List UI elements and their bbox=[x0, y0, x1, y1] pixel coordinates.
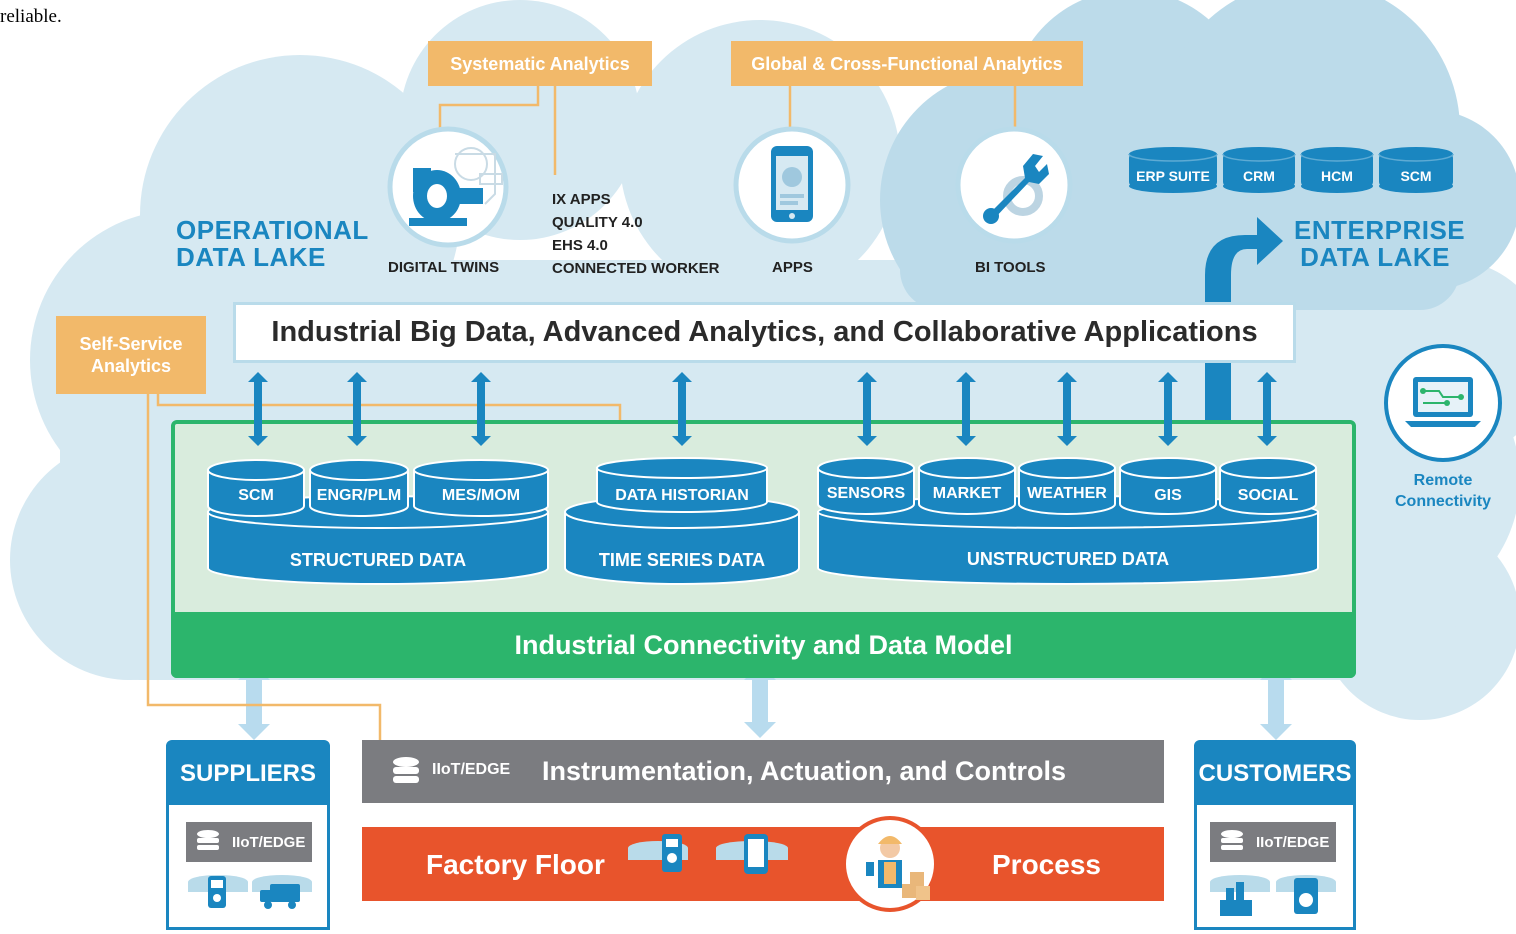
customers-edge-label: IIoT/EDGE bbox=[1256, 833, 1330, 851]
mobile-app-icon bbox=[733, 126, 851, 244]
enterprise-line2: DATA LAKE bbox=[1300, 242, 1450, 272]
worker-icon bbox=[842, 816, 938, 912]
apps-label: APPS bbox=[772, 259, 813, 276]
truck-icon bbox=[260, 884, 300, 909]
suppliers-devices bbox=[188, 875, 312, 909]
database-icon bbox=[1221, 830, 1243, 850]
customers-title: CUSTOMERS bbox=[1197, 743, 1353, 805]
hcm-label: HCM bbox=[1321, 168, 1353, 184]
pump-icon bbox=[387, 126, 509, 248]
systematic-analytics-tag: Systematic Analytics bbox=[428, 41, 652, 86]
enterprise-arrow bbox=[1205, 217, 1283, 420]
data-store-cylinders bbox=[207, 457, 1319, 585]
laptop-circuit-icon bbox=[1384, 344, 1502, 462]
analytics-banner: Industrial Big Data, Advanced Analytics,… bbox=[233, 302, 1296, 363]
database-icon bbox=[197, 830, 219, 850]
instrumentation-edge-label: IIoT/EDGE bbox=[432, 761, 511, 778]
data-historian-label: DATA HISTORIAN bbox=[615, 487, 749, 504]
suppliers-title: SUPPLIERS bbox=[169, 743, 327, 805]
apps-list-item: QUALITY 4.0 bbox=[552, 214, 643, 231]
global-analytics-tag: Global & Cross-Functional Analytics bbox=[731, 41, 1083, 86]
operational-line1: OPERATIONAL bbox=[176, 215, 369, 245]
time-series-data-label: TIME SERIES DATA bbox=[598, 550, 766, 570]
digital-twins-label: DIGITAL TWINS bbox=[388, 259, 500, 276]
orange-connectors bbox=[146, 86, 1017, 750]
apps-list-item: CONNECTED WORKER bbox=[552, 260, 720, 277]
washer-icon bbox=[1294, 878, 1318, 914]
remote-line1: Remote bbox=[1413, 472, 1473, 489]
bottom-connectors bbox=[238, 664, 1292, 740]
meter-icon bbox=[662, 834, 682, 872]
scm-label: SCM bbox=[238, 487, 274, 504]
instrumentation-bar: IIoT/EDGE Instrumentation, Actuation, an… bbox=[362, 740, 1164, 803]
market-label: MARKET bbox=[932, 485, 1002, 502]
mes-mom-label: MES/MOM bbox=[441, 487, 521, 504]
operational-line2: DATA LAKE bbox=[176, 242, 326, 272]
remote-line2: Connectivity bbox=[1394, 493, 1491, 510]
connectivity-bar: Industrial Connectivity and Data Model bbox=[171, 612, 1356, 678]
customers-edge-chip: IIoT/EDGE bbox=[1210, 822, 1336, 862]
erp-suite-label: ERP SUITE bbox=[1136, 168, 1210, 184]
suppliers-edge-chip: IIoT/EDGE bbox=[186, 822, 312, 862]
top-text: reliable. bbox=[0, 6, 62, 27]
process-label: Process bbox=[992, 849, 1101, 880]
factory-icon bbox=[1220, 882, 1252, 916]
wrench-gear-icon bbox=[955, 126, 1073, 244]
social-label: SOCIAL bbox=[1237, 487, 1299, 504]
scm-enterprise-label: SCM bbox=[1400, 168, 1432, 184]
engr-plm-label: ENGR/PLM bbox=[316, 487, 402, 504]
factory-floor-label: Factory Floor bbox=[426, 849, 605, 880]
unstructured-data-label: UNSTRUCTURED DATA bbox=[966, 549, 1170, 569]
weather-label: WEATHER bbox=[1027, 485, 1107, 502]
structured-data-label: STRUCTURED DATA bbox=[289, 550, 467, 570]
apps-list-item: IX APPS bbox=[552, 191, 611, 208]
factory-floor-devices bbox=[628, 816, 938, 912]
enterprise-systems-cylinders bbox=[1128, 147, 1454, 193]
suppliers-edge-label: IIoT/EDGE bbox=[232, 833, 306, 851]
instrumentation-label: Instrumentation, Actuation, and Controls bbox=[542, 756, 1066, 786]
crm-label: CRM bbox=[1243, 168, 1275, 184]
operational-data-lake-title: OPERATIONAL DATA LAKE bbox=[176, 217, 369, 271]
database-icon bbox=[393, 757, 419, 783]
enterprise-data-lake-title: ENTERPRISE DATA LAKE bbox=[1294, 215, 1466, 272]
data-flow-arrows bbox=[248, 372, 1277, 446]
remote-connectivity-label: Remote Connectivity bbox=[1380, 470, 1506, 512]
enterprise-line1: ENTERPRISE bbox=[1294, 215, 1466, 245]
apps-list-item: EHS 4.0 bbox=[552, 237, 608, 254]
sensors-label: SENSORS bbox=[826, 485, 906, 502]
self-service-analytics-tag: Self-Service Analytics bbox=[56, 316, 206, 394]
customers-devices bbox=[1210, 875, 1336, 916]
apps-list: IX APPS QUALITY 4.0 EHS 4.0 CONNECTED WO… bbox=[552, 188, 720, 280]
gis-label: GIS bbox=[1154, 487, 1182, 504]
bi-tools-label: BI TOOLS bbox=[975, 259, 1046, 276]
phone-icon bbox=[744, 834, 768, 874]
